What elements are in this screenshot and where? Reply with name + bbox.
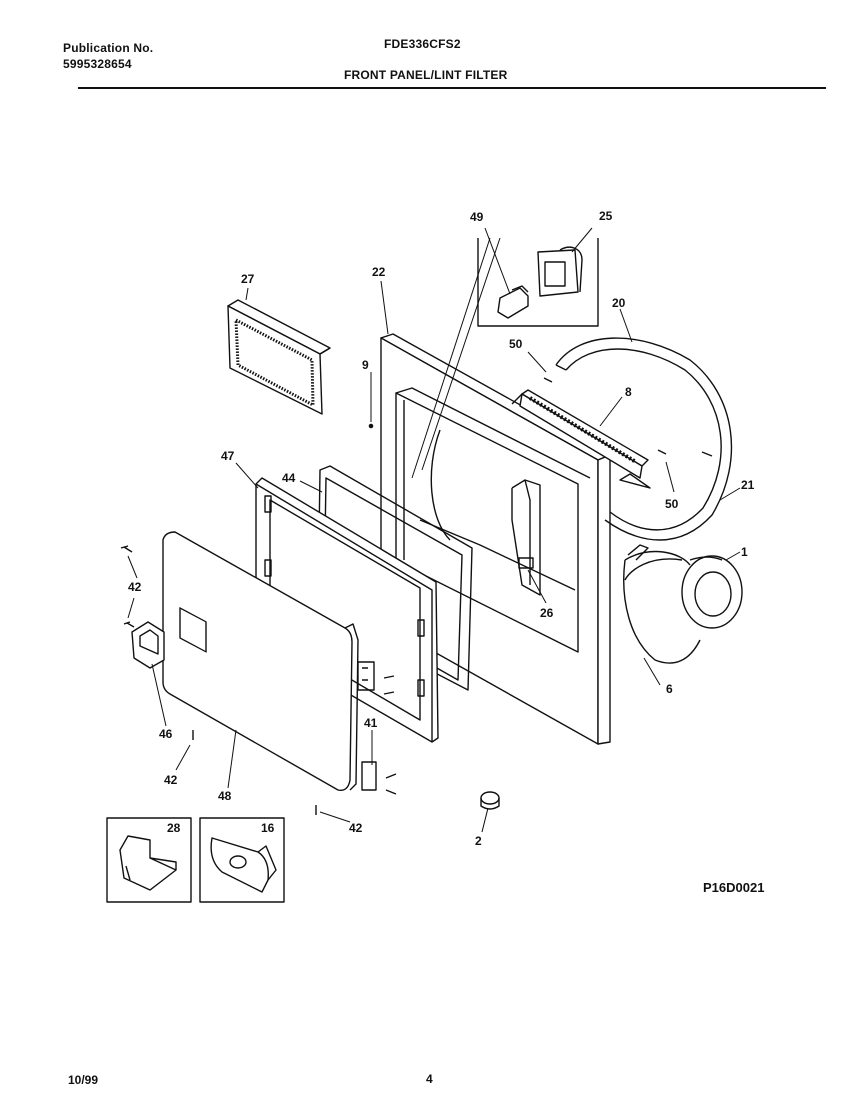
callout-44: 44 bbox=[282, 471, 296, 485]
page-number: 4 bbox=[426, 1072, 433, 1086]
door-catch-part bbox=[131, 621, 165, 669]
section-title: FRONT PANEL/LINT FILTER bbox=[344, 68, 508, 82]
callout-42-lower-left: 42 bbox=[164, 773, 178, 787]
inset-28-part bbox=[106, 817, 192, 903]
lint-duct-bracket-part bbox=[511, 479, 541, 596]
screw-parts bbox=[120, 377, 667, 815]
inset-16-part bbox=[199, 817, 285, 903]
callout-42-upper-left: 42 bbox=[128, 580, 142, 594]
callout-6: 6 bbox=[666, 682, 673, 696]
door-hinge-part bbox=[357, 661, 377, 791]
drawing-code: P16D0021 bbox=[703, 880, 764, 895]
callout-26: 26 bbox=[540, 606, 554, 620]
callout-46: 46 bbox=[159, 727, 173, 741]
lint-screen-part bbox=[227, 299, 331, 415]
callout-16: 16 bbox=[261, 821, 275, 835]
callout-2: 2 bbox=[475, 834, 482, 848]
callout-27: 27 bbox=[241, 272, 255, 286]
callout-42-bottom: 42 bbox=[349, 821, 363, 835]
callout-50-upper: 50 bbox=[509, 337, 523, 351]
lint-filter-part bbox=[511, 389, 651, 489]
callout-22: 22 bbox=[372, 265, 386, 279]
outer-door-part bbox=[162, 531, 359, 791]
callout-48: 48 bbox=[218, 789, 232, 803]
callout-20: 20 bbox=[612, 296, 626, 310]
callout-25: 25 bbox=[599, 209, 613, 223]
blower-duct-part bbox=[623, 544, 743, 664]
callout-8: 8 bbox=[625, 385, 632, 399]
callout-1: 1 bbox=[741, 545, 748, 559]
callout-9: 9 bbox=[362, 358, 369, 372]
callout-41: 41 bbox=[364, 716, 378, 730]
callout-47: 47 bbox=[221, 449, 235, 463]
callout-21: 21 bbox=[741, 478, 755, 492]
drum-seal-ring-part bbox=[555, 337, 733, 541]
header-rule bbox=[78, 87, 826, 89]
callout-50-lower: 50 bbox=[665, 497, 679, 511]
footer-date: 10/99 bbox=[68, 1073, 99, 1087]
knob-part bbox=[480, 791, 500, 810]
publication-label: Publication No. bbox=[63, 41, 154, 55]
callout-49: 49 bbox=[470, 210, 484, 224]
callout-28: 28 bbox=[167, 821, 181, 835]
switch-inset-part bbox=[477, 238, 599, 327]
leader-lines bbox=[127, 227, 741, 833]
publication-number: 5995328654 bbox=[63, 57, 132, 71]
model-number: FDE336CFS2 bbox=[384, 37, 461, 51]
